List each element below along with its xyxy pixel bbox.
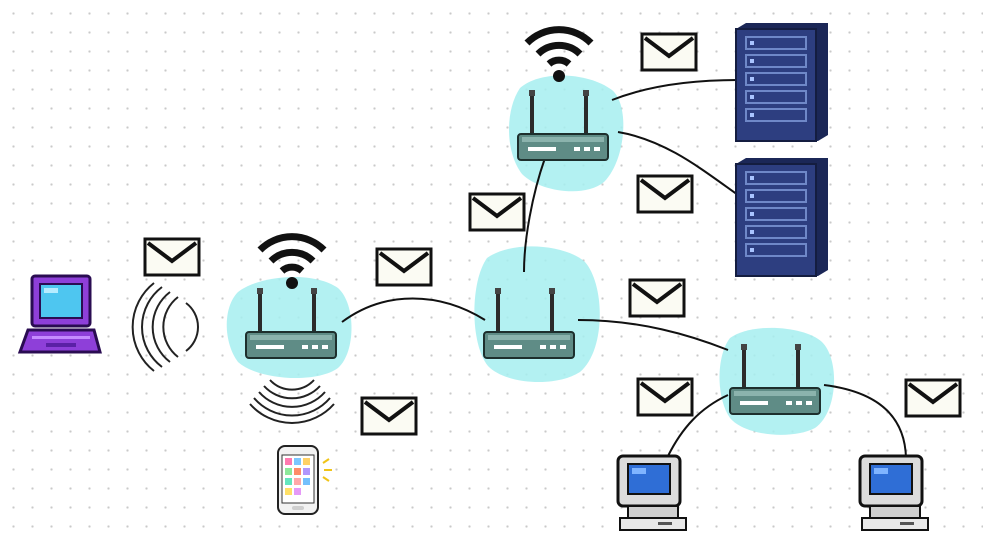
envelope-icon [640, 32, 698, 72]
links [341, 79, 907, 459]
envelope-icon [468, 192, 526, 232]
envelope-icon [904, 378, 962, 418]
router-core-glow [474, 246, 600, 383]
wifi-signal-icon [527, 30, 591, 82]
envelope-icon [636, 377, 694, 417]
link-access-core [341, 297, 486, 323]
link-core-lan [577, 319, 729, 351]
server-icon [735, 157, 829, 277]
desktop-icon [616, 454, 688, 532]
envelope-icon [143, 237, 201, 277]
envelope-icon [628, 278, 686, 318]
envelope-icon [360, 396, 418, 436]
link-top-server-2 [617, 131, 739, 196]
envelope-icon [636, 174, 694, 214]
link-top-server-1 [611, 79, 739, 101]
link-lan-desktop-1 [667, 394, 729, 457]
server-icon [735, 22, 829, 142]
link-core-top [523, 157, 546, 273]
router-lan-glow [719, 327, 835, 435]
envelope-icon [375, 247, 433, 287]
smartphone-icon [277, 445, 332, 515]
wireless-waves-laptop [131, 282, 199, 372]
laptop-icon [17, 274, 102, 354]
desktop-icon [858, 454, 930, 532]
link-lan-desktop-2 [823, 384, 907, 459]
wireless-waves-phone [249, 379, 335, 424]
router-access-glow [226, 276, 352, 379]
